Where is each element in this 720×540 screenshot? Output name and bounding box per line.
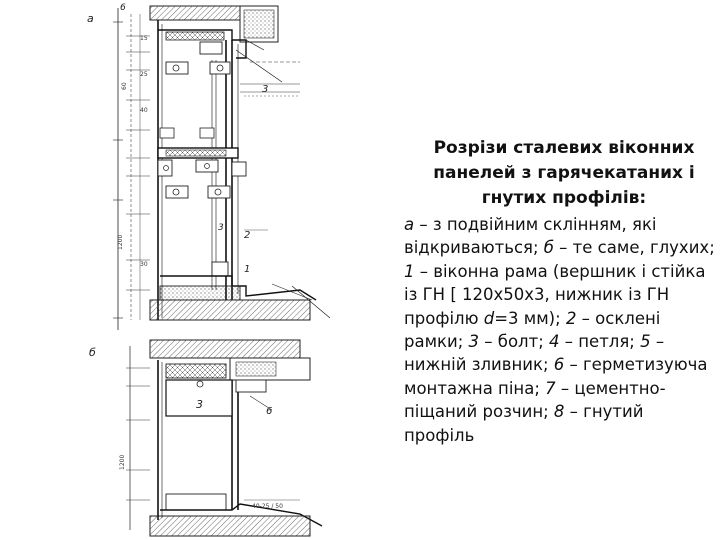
section-a: 1200 60 15 25 40 30	[113, 5, 331, 330]
legend-key-1: 1	[404, 261, 415, 281]
caption-title: Розрізи сталевих віконних панелей з гаря…	[404, 136, 716, 211]
legend-key-4: 4	[549, 332, 560, 352]
legend-key-3: 3	[468, 332, 480, 352]
callout-2-a: 2	[244, 230, 250, 241]
svg-text:15: 15	[140, 35, 148, 42]
caption-title-line-2: панелей з гарячекатаних і	[433, 163, 695, 183]
svg-text:1200: 1200	[117, 235, 124, 250]
caption-body: а – з подвійним склінням, які відкривают…	[404, 213, 716, 447]
svg-text:40-25 / 50: 40-25 / 50	[252, 503, 283, 510]
part-b-label: б	[89, 346, 96, 359]
legend-key-5: 5	[640, 332, 651, 352]
section-b: 1200 40-25 / 50	[119, 339, 323, 537]
legend-text-a: – з подвійним склінням, які відкриваютьс…	[404, 215, 657, 258]
callout-3-a-top: 3	[262, 84, 268, 95]
legend-key-7: 7	[545, 378, 556, 398]
legend-text-7: – цементно-піщаний розчин;	[404, 378, 666, 422]
legend-key-8: 8	[553, 402, 565, 422]
legend-key-b: б	[543, 238, 554, 258]
part-a-label: а	[87, 12, 94, 25]
svg-text:30: 30	[140, 261, 148, 268]
legend-text-3: – болт;	[479, 332, 550, 352]
legend-text-1: – віконна рама (вершник і стійка із ГН […	[404, 261, 706, 328]
legend-key-2: 2	[565, 308, 577, 328]
callout-1-a: 1	[244, 264, 250, 275]
legend-text-8: – гнутий профіль	[404, 402, 644, 445]
svg-text:1200: 1200	[119, 455, 126, 470]
callout-3-b: 3	[196, 398, 203, 411]
legend-key-d: d	[483, 308, 495, 328]
legend-text-6: – герметизуюча монтажна піна;	[404, 355, 708, 398]
svg-text:25: 25	[140, 71, 148, 78]
svg-text:40: 40	[140, 107, 148, 114]
section-drawing: 1200 60 15 25 40 30 а 6 3 2 1 3	[87, 3, 331, 537]
legend-text-5: – нижній зливник;	[404, 332, 665, 375]
svg-text:60: 60	[121, 82, 128, 90]
legend-key-a: а	[404, 215, 415, 234]
callout-6-a: 6	[120, 3, 126, 13]
callout-3-a-mid: 3	[218, 223, 224, 233]
caption-title-line-1: Розрізи сталевих віконних	[433, 138, 695, 158]
legend-text-b: – те саме, глухих;	[553, 238, 715, 258]
legend-text-d: =3 мм);	[494, 308, 566, 328]
legend-key-6: 6	[553, 355, 565, 375]
caption-title-line-3: гнутих профілів:	[481, 188, 647, 208]
legend-text-2: – осклені рамки;	[404, 308, 661, 352]
caption: Розрізи сталевих віконних панелей з гаря…	[404, 136, 716, 447]
callout-6-b: 6	[266, 406, 272, 417]
legend-text-4: – петля;	[559, 332, 641, 352]
